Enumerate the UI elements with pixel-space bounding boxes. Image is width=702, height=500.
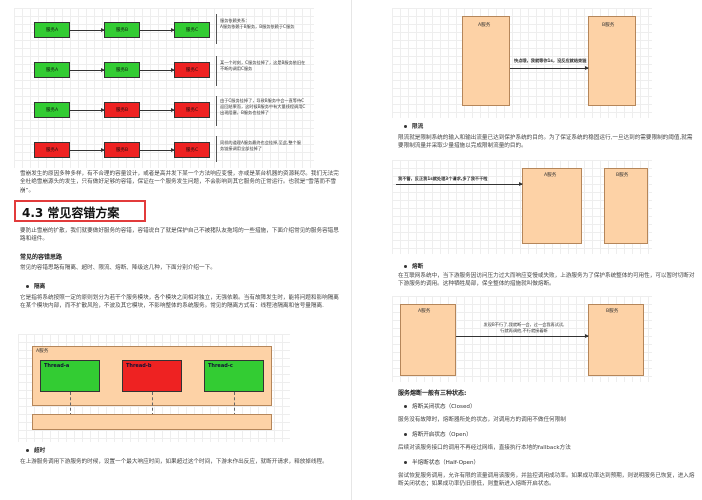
diag2-service-a [522,168,582,244]
circuit-diagram: A服务 B服务 发现B不行了,我就断一会，过一会我再试试, 行就再调他,不行就接… [392,296,652,382]
state-open: 熔断开启状态（Open） [404,430,472,438]
diag1-service-b [588,16,636,106]
row4-service-b: 服务B [104,142,140,158]
row2-arrow-bc [140,68,175,72]
diag3-message: 发现B不行了,我就断一会，过一会我再试试, 行就再调他,不行就接着断 [483,322,565,333]
diag1-message: 快点哦，我就等你1s，没反应就结束链 [514,58,587,63]
thread-a: Thread-a [40,360,100,392]
bullet-dot-icon [404,125,407,128]
diag1-arrow [510,66,589,70]
row3-service-c: 服务C [174,102,210,118]
downstream-bar [32,414,272,430]
row1-note: 服务依赖关系： A服务依赖于B服务，B服务依赖于C服务 [220,18,295,29]
section-title: 4.3 常见容错方案 [14,200,146,222]
bullet-dot-icon [26,449,29,452]
row1-service-a: 服务A [34,22,70,38]
row1-arrow-ab [70,28,105,32]
state-half-open: 半熔断状态（Half-Open） [404,458,479,466]
diag3-service-b [588,304,644,376]
rate-limit-diagram: A服务 B服务 我不管，反正我1s就处理3个请求,多了我不干啦 [392,160,652,254]
row3-service-a: 服务A [34,102,70,118]
left-page: 服务A 服务B 服务C 服务依赖关系： A服务依赖于B服务，B服务依赖于C服务 … [14,8,339,465]
bullet-dot-icon [26,285,29,288]
bullet-dot-icon [404,265,407,268]
circuit-paragraph: 在互联网系统中，当下游服务因访问压力过大而响应变慢或失败，上游服务为了保护系统整… [398,273,695,288]
state-half-open-desc: 尝试恢复服务调用，允许有限的流量调用该服务，并监控调用成功率。如果成功率达到预期… [398,473,695,488]
isolation-diagram: A服务 Thread-a Thread-b Thread-c [18,334,290,442]
diag1-service-a-label: A服务 [478,23,491,28]
service-a-label: A服务 [36,349,49,354]
state-closed-desc: 服务没有故障时，熔断器所处的状态，对调用方的调用不做任何限制 [398,417,566,423]
row2-arrow-ab [70,68,105,72]
bullet-rate-limit: 限流 [404,122,423,130]
row4-arrow-bc [140,148,175,152]
diag3-arrow [456,334,589,338]
diag1-service-b-label: B服务 [602,23,615,28]
row3-arrow-ab [70,108,105,112]
diag3-service-a-label: A服务 [418,309,431,314]
row1-service-c: 服务C [174,22,210,38]
section-paragraph: 要防止雪崩的扩散，我们就要做好服务的容错，容错说白了就是保护自己不被猪队友拖垮的… [20,228,339,243]
isolation-paragraph: 它是指将系统按照一定的原则划分为若干个服务模块，各个模块之间相对独立，无强依赖。… [20,295,339,310]
ideas-paragraph: 常见的容错思路有隔离、超时、限流、熔断、降级这几种，下面分别介绍一下。 [20,265,216,271]
diag2-arrow [396,182,523,186]
states-heading: 服务熔断一般有三种状态: [398,390,467,397]
row3-note: 由于C服务挂掉了，导致B服务中会一直等待C 返回结果而，这时候B服务中有大量线程… [220,98,306,115]
thread-c: Thread-c [204,360,264,392]
diag2-service-b [604,168,648,244]
intro-paragraph: 雪崩发生的原因多种多样，有不合理的容量设计，或者是高并发下某一个方法响应变慢，亦… [20,171,339,194]
diag2-message: 我不管，反正我1s就处理3个请求,多了我不干啦 [398,176,488,181]
avalanche-diagram: 服务A 服务B 服务C 服务依赖关系： A服务依赖于B服务，B服务依赖于C服务 … [14,8,314,168]
diag1-service-a [462,16,510,106]
state-open-desc: 后续对该服务接口的调用不再经过网络，直接执行本地的fallback方法 [398,445,571,451]
bullet-timeout: 超时 [26,446,45,454]
row1-arrow-bc [140,28,175,32]
row2-service-b: 服务B [104,62,140,78]
diag2-service-b-label: B服务 [616,173,629,178]
row4-note: 同样的道理A服务最终也会挂掉,至此,整个服 务链接调用全部挂掉了 [220,140,301,151]
rate-limit-paragraph: 限流就是限制系统的输入和输出流量已达到保护系统的目的。为了保证系统的稳固运行,一… [398,135,693,150]
row4-service-c: 服务C [174,142,210,158]
row2-note: 某一个时刻，C服务挂掉了，这是B服务依旧在 不断的调用C服务 [220,60,306,71]
row1-service-b: 服务B [104,22,140,38]
row2-service-c: 服务C [174,62,210,78]
diag2-service-a-label: A服务 [544,173,557,178]
bullet-dot-icon [404,461,407,464]
row4-arrow-ab [70,148,105,152]
row4-service-a: 服务A [34,142,70,158]
right-page: A服务 B服务 快点哦，我就等你1s，没反应就结束链 限流 限流就是限制系统的输… [351,0,702,500]
state-closed: 熔断关闭状态（Closed） [404,402,476,410]
timeout-diagram: A服务 B服务 快点哦，我就等你1s，没反应就结束链 [392,8,652,118]
row3-service-b: 服务B [104,102,140,118]
timeout-paragraph: 在上游服务调用下游服务的时候，设置一个最大响应时间，如果超过这个时间，下游未作出… [20,459,328,465]
row3-arrow-bc [140,108,175,112]
diag3-service-b-label: B服务 [606,309,619,314]
bullet-isolation: 隔离 [26,282,45,290]
bullet-dot-icon [404,405,407,408]
subheading-fault-ideas: 常见的容错思路 [20,254,63,261]
thread-b: Thread-b [122,360,182,392]
bullet-dot-icon [404,433,407,436]
bullet-circuit-breaker: 熔断 [404,262,423,270]
diag3-service-a [400,304,456,376]
row2-service-a: 服务A [34,62,70,78]
